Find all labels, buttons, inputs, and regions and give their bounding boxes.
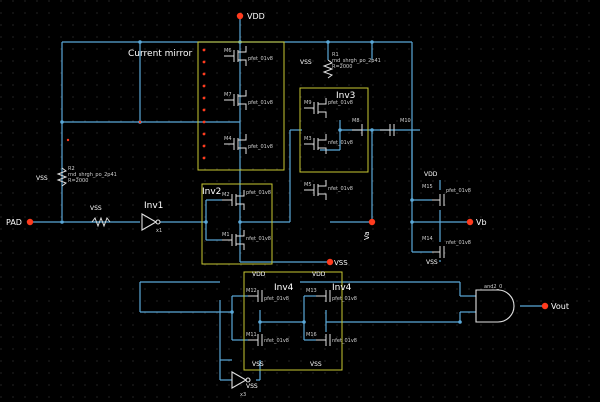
va-label: Va xyxy=(363,231,371,240)
inv3-title: Inv3 xyxy=(336,91,355,101)
inv3-box xyxy=(299,87,369,173)
m12-model: pfet_01v8 xyxy=(264,296,289,302)
m16-name: M16 xyxy=(306,332,317,338)
vout-label: Vout xyxy=(551,302,569,311)
m2-name: M2 xyxy=(222,192,230,198)
m10-name: M10 xyxy=(400,118,411,124)
m3-name: M3 xyxy=(304,136,312,142)
vdd-right-label: VDD xyxy=(424,171,438,178)
m14-name: M14 xyxy=(422,236,433,242)
m5-model: nfet_01v8 xyxy=(328,186,353,192)
current-mirror-title: Current mirror xyxy=(128,49,192,59)
vss-right-label: VSS xyxy=(426,259,438,266)
transistors xyxy=(222,46,445,346)
vss-r1-label: VSS xyxy=(300,59,312,66)
and-gate-symbol xyxy=(475,289,515,323)
m8-name: M8 xyxy=(352,118,360,124)
vss-pin xyxy=(326,258,334,266)
resistor-r2 xyxy=(56,167,68,187)
m4-model: pfet_01v8 xyxy=(248,144,273,150)
m7-name: M7 xyxy=(224,92,232,98)
m13-name: M13 xyxy=(306,288,317,294)
inv4-right-title: Inv4 xyxy=(332,283,352,293)
inv4-left-title: Inv4 xyxy=(274,283,294,293)
vss-inv4b-label: VSS xyxy=(310,361,322,368)
m5-name: M5 xyxy=(304,182,312,188)
r1-name: R1 xyxy=(332,52,339,58)
vss-inv4a-label: VSS xyxy=(252,361,264,368)
pad-label: PAD xyxy=(6,218,22,227)
r1-value: R=2000 xyxy=(332,64,352,70)
m9-model: pfet_01v8 xyxy=(328,100,353,106)
m11-name: M11 xyxy=(246,332,257,338)
m15-name: M15 xyxy=(422,184,433,190)
wires xyxy=(30,16,545,381)
x1-name: x1 xyxy=(156,228,162,234)
m7-model: pfet_01v8 xyxy=(248,100,273,106)
m14-model: nfet_01v8 xyxy=(446,240,471,246)
inv2-title: Inv2 xyxy=(202,187,221,197)
x3-name: x3 xyxy=(240,392,246,398)
inv1-title: Inv1 xyxy=(144,201,163,211)
m6-model: pfet_01v8 xyxy=(248,56,273,62)
vss-out-label: VSS xyxy=(246,383,258,390)
mirror-term-dots xyxy=(202,48,206,160)
r2-model: rnd_shrgh_po_2p41 xyxy=(68,172,117,178)
resistor-pad xyxy=(91,216,111,228)
m16-model: nfet_01v8 xyxy=(332,338,357,344)
m13-model: pfet_01v8 xyxy=(332,296,357,302)
vss-pad-label: VSS xyxy=(90,205,102,212)
vdd-inv4b-label: VDD xyxy=(312,271,326,278)
m4-name: M4 xyxy=(224,136,232,142)
pad-pin xyxy=(26,218,34,226)
r2-name: R2 xyxy=(68,166,75,172)
m2-model: pfet_01v8 xyxy=(246,190,271,196)
vss-pin-label: VSS xyxy=(334,259,348,267)
inv2-box xyxy=(201,183,273,265)
m1-name: M1 xyxy=(222,232,230,238)
m6-name: M6 xyxy=(224,48,232,54)
vb-pin xyxy=(466,218,474,226)
inverters xyxy=(141,213,515,389)
and-gate-name: and2_0 xyxy=(484,284,502,290)
vdd-inv4a-label: VDD xyxy=(252,271,266,278)
inv4-box xyxy=(243,271,343,371)
vdd-pin xyxy=(236,12,244,20)
m15-model: pfet_01v8 xyxy=(446,188,471,194)
vss-r2-label: VSS xyxy=(36,175,48,182)
va-pin xyxy=(368,218,376,226)
x3-inverter-symbol xyxy=(231,371,248,389)
resistors xyxy=(56,59,334,228)
current-mirror-box xyxy=(197,41,285,171)
m1-model: nfet_01v8 xyxy=(246,236,271,242)
vb-label: Vb xyxy=(476,218,487,227)
inv1-symbol xyxy=(141,213,158,231)
group-boxes xyxy=(197,41,369,371)
resistor-r1 xyxy=(322,59,334,79)
pins xyxy=(26,12,549,310)
r1-model: rnd_shrgh_po_2p41 xyxy=(332,58,381,64)
m9-name: M9 xyxy=(304,100,312,106)
vdd-label: VDD xyxy=(247,12,265,21)
m3-model: nfet_01v8 xyxy=(328,140,353,146)
m12-name: M12 xyxy=(246,288,257,294)
r2-value: R=2000 xyxy=(68,178,88,184)
junctions xyxy=(60,40,462,324)
m11-model: nfet_01v8 xyxy=(264,338,289,344)
vout-pin xyxy=(541,302,549,310)
